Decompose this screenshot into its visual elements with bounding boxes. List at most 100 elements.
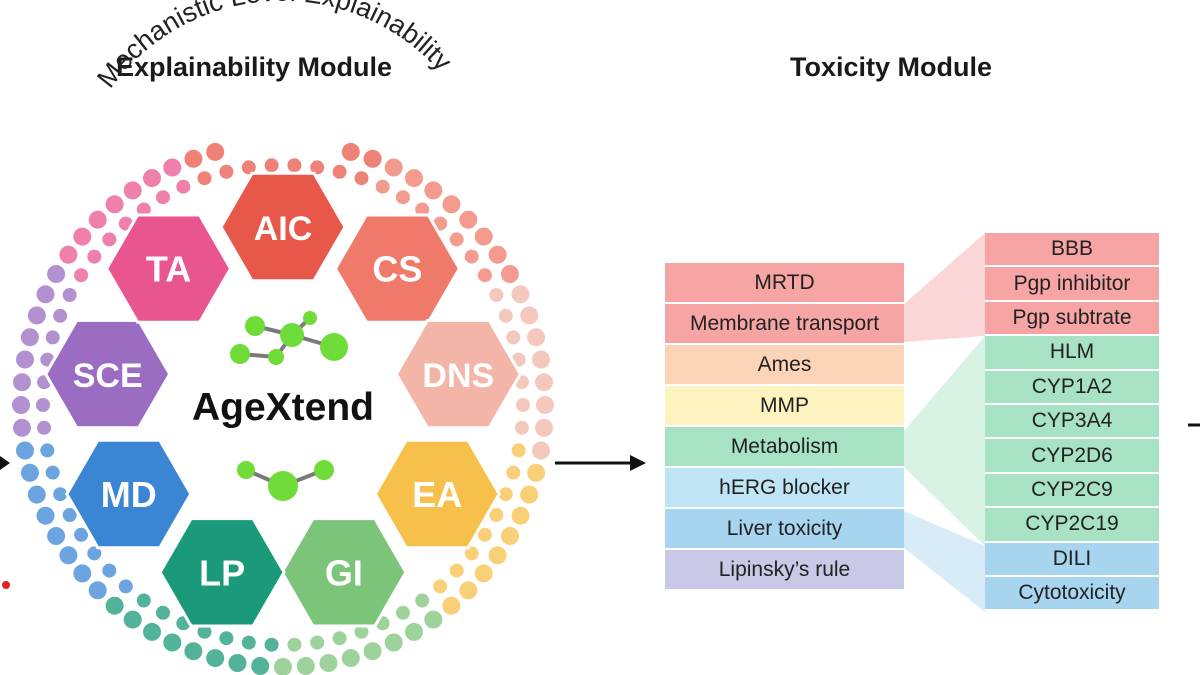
ring-dot [59,546,78,565]
hexagon-lp: LP [158,517,286,628]
endpoint-cyp1a2: CYP1A2 [985,370,1159,405]
ring-dot [40,443,55,458]
hexagon-md: MD [65,438,193,550]
ring-dot [449,563,464,578]
ring-dot [464,249,479,264]
endpoint-cyp3a4: CYP3A4 [985,405,1159,440]
ring-dot [228,654,247,672]
ring-dot [520,306,539,325]
hexagon-shape [373,438,501,550]
ring-dot [477,527,492,542]
ring-dot [241,160,256,175]
ring-dot [442,195,461,214]
ring-dot [500,527,519,545]
ring-dot [87,546,102,561]
ring-dot [274,658,292,675]
category-membrane-transport: Membrane transport [665,304,904,345]
ring-dot [527,463,546,482]
ring-dot [415,593,430,608]
ring-dot [424,181,443,200]
arrow-in-icon [0,456,10,470]
ring-dot [287,637,302,652]
ring-dot [415,202,430,217]
ring-dot [163,158,182,177]
ring-dot [219,164,234,179]
ring-dot [264,158,279,173]
ring-dot [105,596,124,615]
ring-dot [488,546,507,565]
mechanistic-level-text: Mechanistic Level Explainability [91,0,458,93]
category-metabolism: Metabolism [665,427,904,468]
category-liver-toxicity: Liver toxicity [665,509,904,550]
ring-dot [16,441,34,460]
ring-dot [62,288,77,302]
hexagon-label: DNS [422,357,494,395]
ring-dot [12,396,30,414]
ring-dot [442,596,461,615]
ring-dot [176,179,191,194]
ring-dot [219,631,234,646]
ring-dot [143,622,161,641]
ring-dot [354,624,369,639]
ring-dot [47,527,66,545]
liver-toxicity-fan [904,511,985,612]
hexagon-label: AIC [254,210,313,248]
ring-dot [16,350,34,369]
ring-dot [449,232,464,247]
ring-dot [498,487,513,502]
endpoint-cytotoxicity: Cytotoxicity [985,577,1159,612]
category-herg-blocker: hERG blocker [665,468,904,509]
ring-dot [123,181,142,200]
ring-dot [27,485,46,504]
agextend-title: AgeXtend [192,386,374,429]
endpoint-dili: DILI [985,542,1159,577]
ring-dot [511,443,526,458]
ring-dot [20,328,39,347]
category-lipinsky-s-rule: Lipinsky’s rule [665,550,904,591]
ring-dot [88,581,107,600]
dot-ring [12,142,554,675]
ring-dot [536,396,554,414]
ring-dot [296,657,315,675]
ring-dot [535,373,553,392]
ring-dot [264,637,279,652]
ring-dot [511,285,530,304]
ring-dot [143,169,161,188]
ring-dot [459,210,478,229]
hexagon-label: MD [101,474,157,515]
ring-dot [498,308,513,323]
ring-dot [396,190,410,205]
ring-dot [184,642,203,661]
ring-dot [506,465,521,480]
ring-dot [488,245,507,264]
ring-dot [396,605,410,620]
hexagon-label: EA [412,474,462,515]
category-mmp: MMP [665,386,904,427]
ring-dot [506,330,521,345]
hexagon-shape [394,318,523,430]
ring-dot [184,149,203,168]
ring-dot [363,149,382,168]
ring-dot [459,581,478,600]
ring-dot [163,633,182,652]
ring-dot [156,605,170,620]
ring-dot [363,642,382,661]
molecule-small-icon [237,460,334,501]
molecule-icon [230,311,348,365]
ring-dot [206,142,225,161]
ring-dot [45,465,60,480]
hexagon-ta: TA [104,213,233,324]
red-dot-icon [2,581,10,589]
ring-dot [310,160,325,175]
endpoint-cyp2c9: CYP2C9 [985,473,1159,509]
ring-dot [36,285,55,304]
ring-dot [105,195,124,214]
ring-dot [384,633,403,652]
ring-dot [251,657,270,675]
ring-dot [197,171,212,186]
ring-dot [332,164,347,179]
ring-dot [53,487,68,502]
endpoint-bbb: BBB [985,233,1159,268]
ring-dot [500,265,519,283]
